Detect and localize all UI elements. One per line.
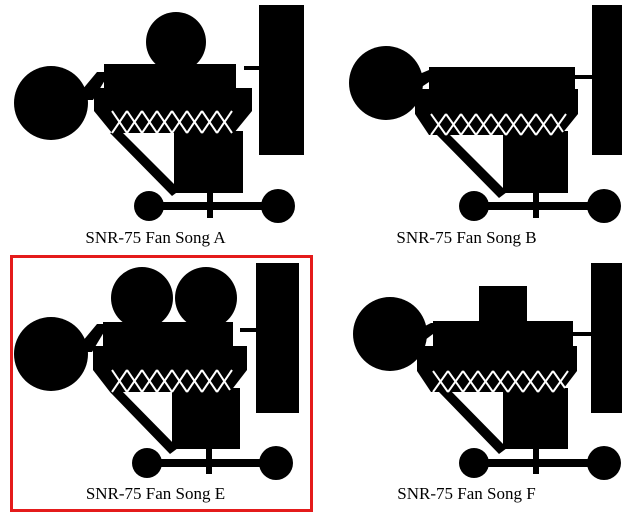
panel-fan-song-b[interactable]: SNR-75 Fan Song B <box>311 0 622 258</box>
selection-frame <box>10 255 313 512</box>
panel-caption: SNR-75 Fan Song F <box>397 484 536 503</box>
panel-fan-song-a[interactable]: SNR-75 Fan Song A <box>0 0 311 258</box>
panel-caption: SNR-75 Fan Song A <box>85 228 226 247</box>
fan-song-e-silhouette <box>14 263 299 480</box>
fan-song-b-silhouette <box>349 5 622 223</box>
panel-fan-song-f[interactable]: SNR-75 Fan Song F <box>311 258 622 516</box>
panel-caption: SNR-75 Fan Song B <box>396 228 537 247</box>
panel-caption: SNR-75 Fan Song E <box>85 484 226 503</box>
fan-song-a-silhouette <box>14 5 304 223</box>
fan-song-f-silhouette <box>353 263 622 480</box>
panel-fan-song-e[interactable]: SNR-75 Fan Song E <box>0 258 311 516</box>
